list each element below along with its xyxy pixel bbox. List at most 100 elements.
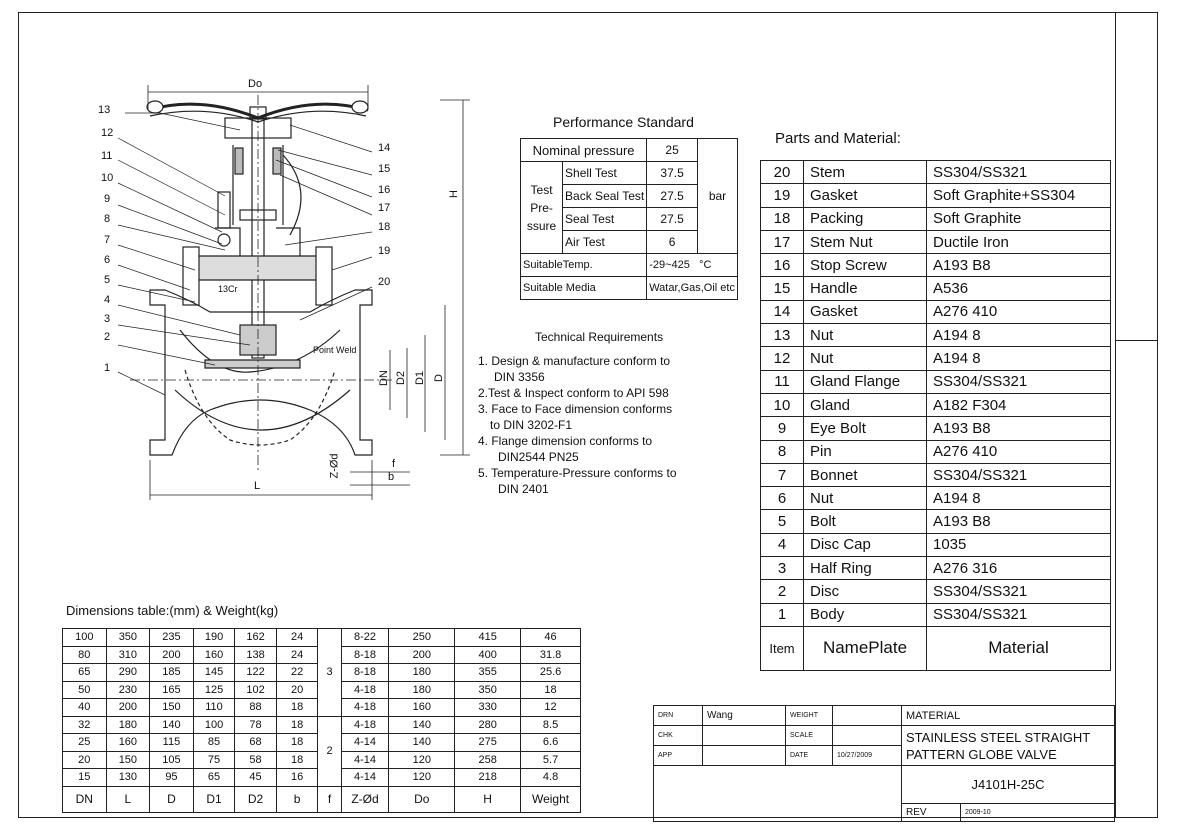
dimension-cell: 22 xyxy=(275,663,319,682)
tech-line: 3. Face to Face dimension conforms xyxy=(478,402,673,416)
callout-2: 2 xyxy=(104,331,111,343)
weight-label: WEIGHT xyxy=(785,705,833,726)
dimension-cell: 24 xyxy=(275,628,319,647)
callout-12: 12 xyxy=(101,127,114,139)
dimension-cell: 4-14 xyxy=(340,768,390,787)
part-name: Handle xyxy=(803,276,927,301)
part-number: 13 xyxy=(760,323,804,348)
part-number: 4 xyxy=(760,532,804,558)
temp-label: SuitableTemp. xyxy=(519,253,648,277)
tech-line: 1. Design & manufacture conform to xyxy=(478,354,671,368)
callout-20: 20 xyxy=(378,276,391,288)
media-label: Suitable Media xyxy=(519,276,648,300)
dimension-header: b xyxy=(275,785,319,813)
dimension-cell: 4-18 xyxy=(340,680,390,699)
app-label: APP xyxy=(653,745,703,766)
callout-18: 18 xyxy=(378,221,391,233)
tech-line: 5. Temperature-Pressure conforms to xyxy=(478,466,677,480)
dimension-cell: 140 xyxy=(388,715,456,734)
dimension-cell: 190 xyxy=(192,628,236,647)
tech-line: 4. Flange dimension conforms to xyxy=(478,434,653,448)
part-name: Disc xyxy=(803,579,927,604)
part-name: Nut xyxy=(803,346,927,371)
tech-line: 2.Test & Inspect conform to API 598 xyxy=(478,386,669,400)
dimension-cell: 110 xyxy=(192,698,236,717)
dimension-cell: 180 xyxy=(388,680,456,699)
callout-16: 16 xyxy=(378,184,391,196)
dimension-header: Weight xyxy=(520,785,581,813)
dimension-cell: 8-18 xyxy=(340,663,390,682)
drn-value: Wang xyxy=(702,705,786,726)
dimensions-title: Dimensions table:(mm) & Weight(kg) xyxy=(66,603,279,618)
dimension-cell: 330 xyxy=(454,698,522,717)
part-name: Stop Screw xyxy=(803,253,927,278)
f-group-cell: 3 xyxy=(317,628,342,717)
dimension-cell: 130 xyxy=(105,768,151,787)
callout-11: 11 xyxy=(101,150,113,162)
rev-label: REV xyxy=(901,803,961,822)
parts-header-item: Item xyxy=(760,625,804,671)
dimension-cell: 4-14 xyxy=(340,733,390,752)
dimension-cell: 18 xyxy=(275,733,319,752)
border-divider xyxy=(1115,12,1116,818)
tech-line: DIN 3356 xyxy=(494,370,545,384)
date-label: DATE xyxy=(785,745,833,766)
part-number: 8 xyxy=(760,439,804,464)
test-value: 27.5 xyxy=(646,207,698,231)
part-material: A194 8 xyxy=(926,346,1111,371)
dimension-cell: 102 xyxy=(234,680,277,699)
part-number: 1 xyxy=(760,602,804,627)
chk-label: CHK xyxy=(653,725,703,746)
dimension-cell: 20 xyxy=(275,680,319,699)
dimension-cell: 4-18 xyxy=(340,698,390,717)
dimension-cell: 4.8 xyxy=(520,768,581,787)
title-line1: STAINLESS STEEL STRAIGHT xyxy=(906,729,1091,745)
dim-f: f xyxy=(392,458,396,470)
dimension-cell: 185 xyxy=(149,663,194,682)
dimension-cell: 5.7 xyxy=(520,750,581,769)
part-name: Pin xyxy=(803,439,927,464)
part-name: Gland xyxy=(803,392,927,418)
callout-19: 19 xyxy=(378,245,391,257)
drawing-frame xyxy=(18,12,1158,818)
part-material: Soft Graphite+SS304 xyxy=(926,183,1111,208)
dimension-cell: 18 xyxy=(275,750,319,769)
dimension-cell: 58 xyxy=(234,750,277,769)
part-number: 10 xyxy=(760,392,804,418)
title-block: DRN Wang WEIGHT MATERIAL CHK SCALE STAIN… xyxy=(653,705,1115,822)
callout-17: 17 xyxy=(378,202,391,214)
dimension-cell: 65 xyxy=(192,768,236,787)
part-name: Nut xyxy=(803,486,927,511)
part-material: Ductile Iron xyxy=(926,229,1111,255)
performance-table: Nominal pressure 25 bar Test Pre- ssure … xyxy=(519,138,739,300)
dim-zd: Z-Ød xyxy=(328,453,341,479)
dimension-header: DN xyxy=(62,785,107,813)
parts-header-name: NamePlate xyxy=(803,625,927,671)
test-name: Air Test xyxy=(562,230,648,254)
dimension-cell: 235 xyxy=(149,628,194,647)
dimension-cell: 350 xyxy=(105,628,151,647)
part-number: 14 xyxy=(760,299,804,325)
dimension-cell: 350 xyxy=(454,680,522,699)
dimension-cell: 15 xyxy=(62,768,107,787)
callout-6: 6 xyxy=(104,254,111,266)
part-material: A182 F304 xyxy=(926,392,1111,418)
dimension-cell: 400 xyxy=(454,645,522,664)
tech-line: DIN 2401 xyxy=(498,482,549,496)
parts-title: Parts and Material: xyxy=(775,130,901,147)
part-number: 15 xyxy=(760,276,804,301)
dimension-cell: 18 xyxy=(275,715,319,734)
